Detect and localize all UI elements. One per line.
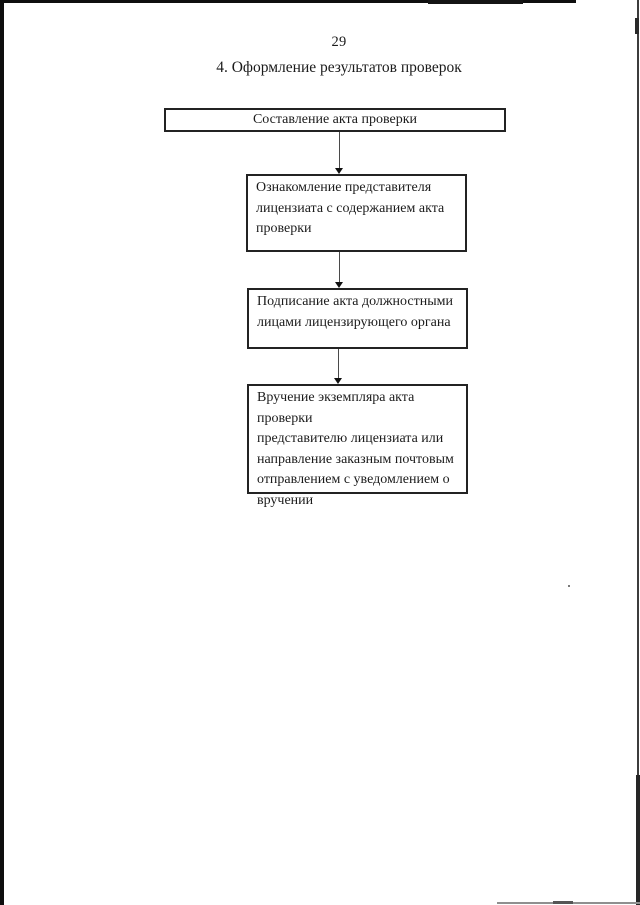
scan-speck	[568, 585, 570, 587]
flowchart-box-text-line: отправлением с уведомлением о	[257, 472, 450, 487]
scan-edge-right-lower	[636, 775, 640, 905]
arrow-down-icon	[334, 378, 342, 384]
flowchart-box-text-line: Ознакомление представителя	[256, 180, 432, 195]
flowchart-box-text-line: Подписание акта должностными	[257, 294, 453, 309]
flowchart-box-text-line: проверки	[256, 221, 312, 236]
flowchart-box-text-line: вручении	[257, 492, 314, 508]
flowchart-box-label: Составление акта проверки	[252, 112, 418, 127]
flowchart-box-text-line: лицами лицензирующего органа	[257, 314, 451, 330]
arrow-line	[338, 252, 341, 283]
section-title: 4. Оформление результатов проверок	[216, 59, 462, 76]
scan-edge-bottom-dark-segment	[553, 901, 573, 904]
scan-edge-left	[0, 0, 4, 905]
arrow-down-icon	[335, 282, 343, 288]
flowchart-box-familiarization-of-representative: Ознакомление представителя лицензиата с …	[246, 174, 467, 252]
scan-edge-top-blob	[428, 0, 523, 4]
flowchart-box-text-line: лицензиата с содержанием акта	[256, 200, 445, 216]
flowchart-box-text-line: направление заказным почтовым	[257, 451, 454, 467]
flow-arrow-2	[335, 252, 344, 288]
flowchart-box-handing-over-copy-of-act: Вручение экземпляра акта проверки предст…	[247, 384, 468, 508]
scan-edge-top	[0, 0, 576, 3]
flowchart-box-text-line: представителю лицензиата или	[257, 431, 444, 446]
flowchart-box-signing-of-act: Подписание акта должностными лицами лице…	[247, 288, 468, 349]
flow-arrow-1	[335, 132, 344, 174]
page-number: 29	[331, 34, 347, 50]
scan-edge-right	[637, 0, 639, 905]
flowchart-box-drawing-up-inspection-act: Составление акта проверки	[164, 108, 506, 132]
arrow-line	[338, 132, 341, 169]
flow-arrow-3	[334, 349, 343, 384]
scan-edge-right-blob	[635, 18, 639, 34]
arrow-line	[337, 349, 340, 379]
arrow-down-icon	[335, 168, 343, 174]
flowchart-box-text-line: Вручение экземпляра акта проверки	[257, 390, 415, 426]
